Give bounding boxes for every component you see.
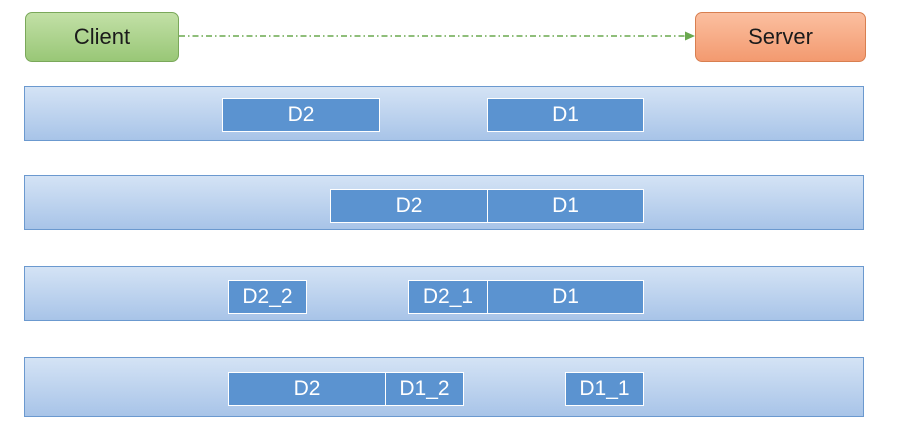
packet-row-2: D2 D1 [24,175,864,230]
packet-d1-1: D1_1 [565,372,644,406]
packet-d1: D1 [487,98,644,132]
client-node: Client [25,12,179,62]
packet-d2: D2 [330,189,488,223]
server-node: Server [695,12,866,62]
packet-d1: D1 [487,280,644,314]
packet-row-1: D2 D1 [24,86,864,141]
packet-d1-2: D1_2 [385,372,464,406]
packet-d1: D1 [487,189,644,223]
packet-row-4: D2 D1_2 D1_1 [24,357,864,417]
packet-d2: D2 [228,372,386,406]
packet-d2-1: D2_1 [408,280,488,314]
client-label: Client [73,24,131,49]
packet-d2-2: D2_2 [228,280,307,314]
server-label: Server [748,24,813,49]
packet-row-3: D2_2 D2_1 D1 [24,266,864,321]
client-to-server-arrow [179,31,695,41]
packet-d2: D2 [222,98,380,132]
